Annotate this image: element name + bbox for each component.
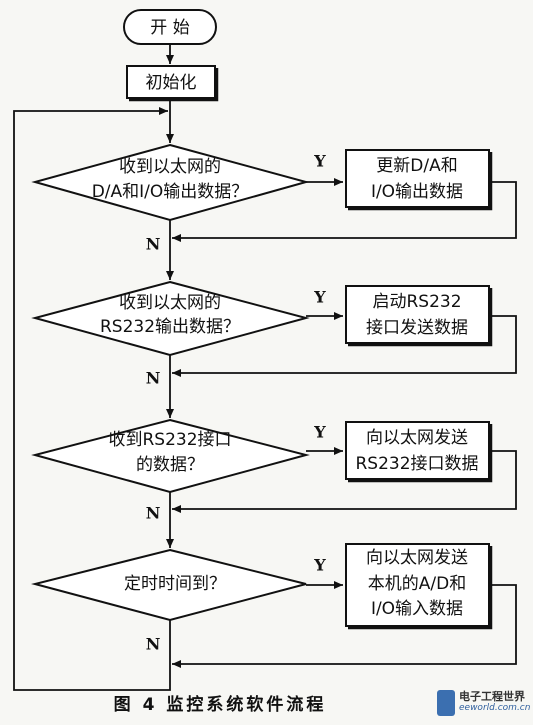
decision-1-line-1: 收到以太网的 (119, 157, 221, 177)
action-4-line-1: 向以太网发送 (366, 548, 468, 568)
decision-1-yes-label: Y (313, 152, 326, 171)
action-send-local-ad-io: 向以太网发送 本机的A/D和 I/O输入数据 (345, 543, 493, 630)
action-3-line-2: RS232接口数据 (355, 454, 478, 474)
arrow-action-3-return (172, 450, 517, 513)
action-send-rs232-to-ethernet: 向以太网发送 RS232接口数据 (345, 421, 493, 483)
loop-back-line (13, 107, 171, 691)
start-label: 开 始 (150, 18, 189, 38)
decision-2-line-2: RS232输出数据？ (100, 317, 240, 337)
decision-1-no-label: N (146, 235, 161, 254)
decision-3-no-label: N (146, 504, 161, 523)
action-update-da-io: 更新D/A和 I/O输出数据 (345, 149, 493, 211)
init-process: 初始化 (126, 65, 219, 102)
arrow-action-1-return (172, 181, 517, 242)
start-terminal: 开 始 (123, 9, 217, 45)
action-1-line-1: 更新D/A和 (376, 156, 457, 176)
action-start-rs232-send: 启动RS232 接口发送数据 (345, 285, 493, 347)
action-2-line-1: 启动RS232 (372, 292, 461, 312)
action-3-line-1: 向以太网发送 (366, 428, 468, 448)
eeworld-watermark: 电子工程世界 eeworld.com.cn (437, 688, 531, 722)
figure-caption: 图 4 监控系统软件流程 (113, 695, 327, 715)
decision-3-line-1: 收到RS232接口 (108, 430, 231, 450)
watermark-title: 电子工程世界 (459, 690, 525, 703)
decision-3-line-2: 的数据？ (136, 455, 204, 475)
decision-1-line-2: D/A和I/O输出数据？ (92, 182, 249, 202)
decision-4-yes-label: Y (313, 556, 326, 575)
eeworld-logo-icon (437, 690, 455, 716)
arrow-action-4-return (172, 584, 517, 668)
decision-ethernet-da-io: 收到以太网的 D/A和I/O输出数据？ (31, 143, 310, 222)
decision-rs232-data: 收到RS232接口 的数据？ (31, 418, 310, 494)
action-2-line-2: 接口发送数据 (366, 318, 468, 338)
watermark-url: eeworld.com.cn (459, 703, 531, 713)
init-label: 初始化 (146, 73, 197, 93)
arrow-action-2-return (172, 315, 517, 377)
action-1-line-2: I/O输出数据 (371, 182, 463, 202)
decision-timer-expired: 定时时间到？ (31, 548, 307, 622)
action-4-line-3: I/O输入数据 (371, 599, 463, 619)
decision-4-line-1: 定时时间到？ (124, 574, 226, 594)
decision-4-no-label: N (146, 635, 161, 654)
decision-ethernet-rs232: 收到以太网的 RS232输出数据？ (31, 280, 310, 357)
action-4-line-2: 本机的A/D和 (368, 574, 466, 594)
decision-3-yes-label: Y (313, 423, 326, 442)
decision-2-no-label: N (146, 369, 161, 388)
decision-2-line-1: 收到以太网的 (119, 293, 221, 313)
decision-2-yes-label: Y (313, 288, 326, 307)
